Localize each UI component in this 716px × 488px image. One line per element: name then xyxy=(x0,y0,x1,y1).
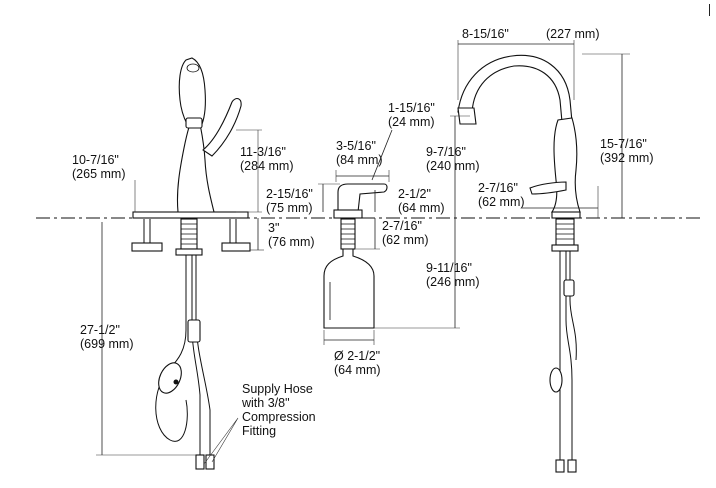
right-fitting-a xyxy=(555,459,565,473)
weight-clip xyxy=(173,379,179,385)
compression-fitting-b xyxy=(205,454,215,470)
dim-24mm: (24 mm) xyxy=(388,115,435,129)
soap-bottle xyxy=(323,248,375,329)
dim-8-15-16: 8-15/16" xyxy=(462,27,509,41)
left-bracket xyxy=(131,242,163,252)
dim-246mm: (246 mm) xyxy=(426,275,479,289)
left-dimension-lines xyxy=(96,129,264,465)
dim-227mm: (227 mm) xyxy=(546,27,599,41)
spray-face xyxy=(186,63,200,73)
hose-weight xyxy=(158,362,182,394)
spout-collar xyxy=(185,117,203,129)
shank-threads xyxy=(181,223,197,245)
dispenser-head xyxy=(337,183,388,213)
arched-spout xyxy=(457,54,573,123)
supply-note-line-2: with 3/8" xyxy=(241,396,290,410)
dispenser-flange xyxy=(333,209,363,219)
dim-62mm-shank: (62 mm) xyxy=(382,233,429,247)
faucet-body xyxy=(176,123,215,213)
dim-9-11-16: 9-11/16" xyxy=(426,261,472,275)
spray-hose xyxy=(169,255,187,369)
dim-2-15-16: 2-15/16" xyxy=(266,187,313,201)
dim-392mm: (392 mm) xyxy=(600,151,653,165)
compression-fitting-a xyxy=(195,454,205,470)
dim-11-3-16: 11-3/16" xyxy=(240,145,286,159)
dim-dia-2-1-2: Ø 2-1/2" xyxy=(334,349,380,363)
dim-64mm: (64 mm) xyxy=(398,201,445,215)
right-shank xyxy=(555,218,575,246)
supply-hose-b xyxy=(195,255,211,455)
right-lever xyxy=(529,181,567,195)
lever-handle xyxy=(202,97,242,157)
dim-2-7-16-shank: 2-7/16" xyxy=(382,219,422,233)
right-bracket xyxy=(221,242,251,252)
dim-1-15-16: 1-15/16" xyxy=(388,101,435,115)
dim-64mm-dia: (64 mm) xyxy=(334,363,381,377)
dim-3-5-16: 3-5/16" xyxy=(336,139,376,153)
soap-dispenser xyxy=(323,183,388,329)
dim-10-7-16: 10-7/16" xyxy=(72,153,119,167)
dispenser-dimension-lines xyxy=(318,129,460,345)
dim-27-1-2: 27-1/2" xyxy=(80,323,120,337)
dim-75mm: (75 mm) xyxy=(266,201,313,215)
dim-699mm: (699 mm) xyxy=(80,337,133,351)
right-fitting-b xyxy=(567,459,577,473)
corner-tick-mark xyxy=(709,4,710,16)
dim-284mm: (284 mm) xyxy=(240,159,293,173)
dim-76mm: (76 mm) xyxy=(268,235,315,249)
dim-2-7-16: 2-7/16" xyxy=(478,181,518,195)
spray-head xyxy=(178,57,206,125)
dim-15-7-16: 15-7/16" xyxy=(600,137,647,151)
right-faucet-front-view xyxy=(457,54,581,473)
dim-240mm: (240 mm) xyxy=(426,159,479,173)
right-hose-b xyxy=(565,251,573,460)
dim-9-7-16: 9-7/16" xyxy=(426,145,466,159)
mounting-nut xyxy=(175,248,203,256)
supply-note-line-4: Fitting xyxy=(242,424,276,438)
right-faucet-body xyxy=(550,117,581,213)
deck-plate xyxy=(132,211,249,219)
dim-2-1-2: 2-1/2" xyxy=(398,187,431,201)
right-weight xyxy=(549,367,563,393)
supply-note-line-3: Compression xyxy=(242,410,316,424)
right-base xyxy=(551,211,581,219)
quick-connect xyxy=(187,319,201,343)
dim-62mm: (62 mm) xyxy=(478,195,525,209)
dim-3in: 3" xyxy=(268,221,279,235)
right-dimension-lines xyxy=(450,40,630,218)
right-hose-c xyxy=(569,251,577,361)
right-nut xyxy=(551,244,579,252)
left-faucet-side-view xyxy=(131,57,251,470)
supply-note-line-1: Supply Hose xyxy=(242,382,313,396)
dim-265mm: (265 mm) xyxy=(72,167,125,181)
right-quick-connect xyxy=(563,279,575,297)
dim-84mm: (84 mm) xyxy=(336,153,383,167)
hose-loop xyxy=(155,367,188,442)
